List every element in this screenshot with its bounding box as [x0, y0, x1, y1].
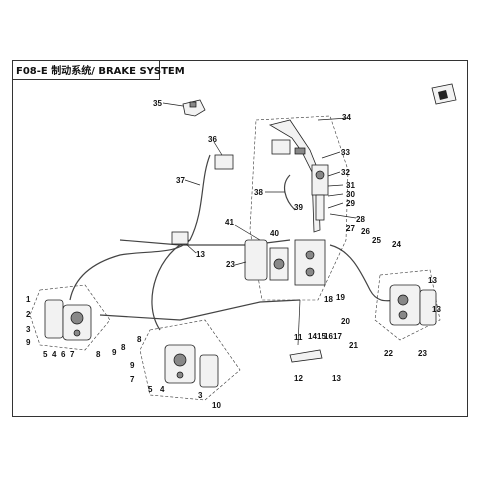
callout-2: 2 — [26, 310, 31, 319]
brake-pads-center — [244, 239, 289, 281]
callout-23-b: 23 — [418, 349, 427, 358]
callout-38: 38 — [254, 188, 263, 197]
page-title: F08-E 制动系统/ BRAKE SYSTEM — [16, 66, 185, 77]
callout-13-d: 13 — [432, 305, 441, 314]
brake-caliper-rear — [164, 344, 219, 388]
brake-hose-rear — [151, 239, 191, 331]
callout-23-a: 23 — [226, 260, 235, 269]
callout-11: 11 — [294, 333, 303, 342]
callout-26: 26 — [361, 227, 370, 236]
brake-hose-37 — [69, 154, 211, 301]
callout-22: 22 — [384, 349, 393, 358]
callout-21: 21 — [349, 341, 358, 350]
callout-40: 40 — [270, 229, 279, 238]
callout-20: 20 — [341, 317, 350, 326]
brake-caliper-right — [389, 284, 437, 326]
left-caliper-outline — [29, 284, 111, 351]
diagram-frame — [12, 60, 468, 417]
callout-33: 33 — [341, 148, 350, 157]
callout-16: 16 — [324, 332, 333, 341]
callout-18: 18 — [324, 295, 333, 304]
callout-27: 27 — [346, 224, 355, 233]
callout-4-a: 4 — [52, 350, 57, 359]
right-caliper-outline — [374, 269, 441, 341]
callout-37: 37 — [176, 176, 185, 185]
callout-10: 10 — [212, 401, 221, 410]
callout-3-a: 3 — [26, 325, 31, 334]
callout-4-b: 4 — [160, 385, 165, 394]
callout-3-b: 3 — [198, 391, 203, 400]
callout-5-a: 5 — [43, 350, 48, 359]
callout-31: 31 — [346, 181, 355, 190]
junction-block-13 — [171, 231, 189, 245]
callout-6: 6 — [61, 350, 66, 359]
proportioning-valve — [289, 239, 326, 363]
callout-30: 30 — [346, 190, 355, 199]
callout-34: 34 — [342, 113, 351, 122]
callout-12: 12 — [294, 374, 303, 383]
callout-17: 17 — [333, 332, 342, 341]
brake-pedal-34 — [268, 119, 321, 233]
callout-25: 25 — [372, 236, 381, 245]
callout-24: 24 — [392, 240, 401, 249]
brake-caliper-left — [44, 299, 92, 341]
rear-caliper-outline — [139, 319, 241, 401]
callout-32: 32 — [341, 168, 350, 177]
part-switch-35 — [182, 99, 206, 117]
master-cylinder — [311, 164, 329, 221]
bracket-36 — [214, 154, 234, 170]
callout-39: 39 — [294, 203, 303, 212]
brake-line-upper — [119, 239, 291, 246]
callout-7-b: 7 — [130, 375, 135, 384]
brake-line-left — [99, 299, 301, 321]
callout-29: 29 — [346, 199, 355, 208]
arrow-marker-icon — [431, 83, 457, 105]
hose-38 — [283, 174, 296, 211]
callout-14: 14 — [308, 332, 317, 341]
callout-labels: 35 34 33 32 31 30 29 28 36 37 38 39 40 4… — [26, 99, 441, 410]
callout-9-b: 9 — [112, 348, 117, 357]
callout-13-c: 13 — [428, 276, 437, 285]
leader-lines — [162, 102, 357, 266]
callout-36: 36 — [208, 135, 217, 144]
callout-28: 28 — [356, 215, 365, 224]
callout-13-b: 13 — [332, 374, 341, 383]
callout-8-c: 8 — [137, 335, 142, 344]
title-box: F08-E 制动系统/ BRAKE SYSTEM — [12, 60, 185, 80]
callout-35: 35 — [153, 99, 162, 108]
callout-13-a: 13 — [196, 250, 205, 259]
callout-7-a: 7 — [70, 350, 75, 359]
callout-9-a: 9 — [26, 338, 31, 347]
callout-1: 1 — [26, 295, 31, 304]
callout-9-c: 9 — [130, 361, 135, 370]
callout-8-b: 8 — [121, 343, 126, 352]
callout-19: 19 — [336, 293, 345, 302]
callout-8-a: 8 — [96, 350, 101, 359]
callout-41: 41 — [225, 218, 234, 227]
callout-15: 15 — [317, 332, 326, 341]
callout-5-b: 5 — [148, 385, 153, 394]
